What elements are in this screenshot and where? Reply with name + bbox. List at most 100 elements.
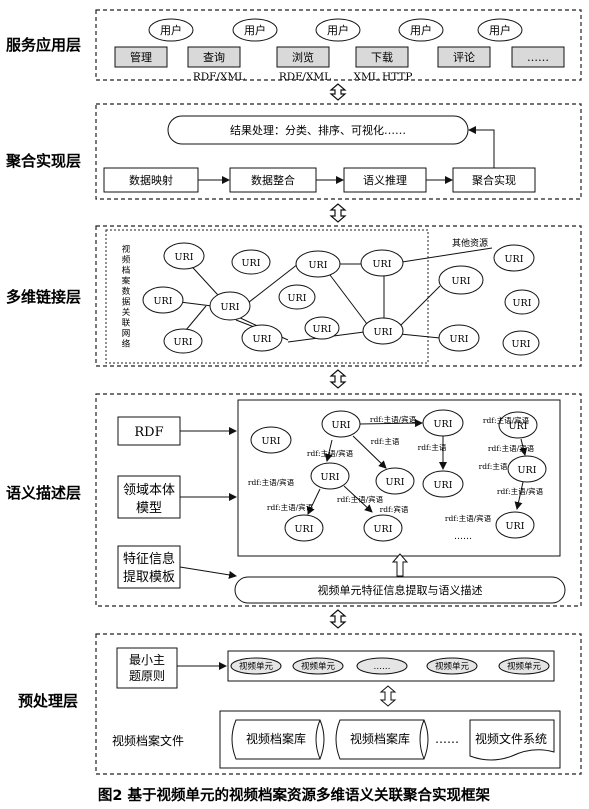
- function-box-more: ……: [511, 46, 565, 68]
- rdf-uri-node: URI: [375, 467, 415, 495]
- aggregation-layer-box: [95, 103, 582, 200]
- layer-double-arrow: [329, 83, 347, 101]
- rdf-uri-node: URI: [507, 455, 547, 483]
- file-system-box: 视频文件系统: [469, 719, 555, 761]
- uri-node: URI: [209, 291, 251, 321]
- up-arrow: [391, 553, 409, 577]
- figure-caption: 图2 基于视频单元的视频档案资源多维语义关联聚合实现框架: [98, 786, 491, 804]
- svg-text:URI: URI: [506, 521, 525, 532]
- svg-text:URI: URI: [513, 298, 532, 309]
- svg-text:……: ……: [527, 51, 549, 64]
- uri-node: URI: [142, 286, 184, 314]
- svg-text:URI: URI: [174, 337, 193, 348]
- svg-text:URI: URI: [505, 254, 524, 265]
- relation-label: rdf:主语/宾语: [307, 448, 354, 458]
- extraction-bar: 视频单元特征信息提取与语义描述: [234, 576, 566, 604]
- svg-text:URI: URI: [253, 334, 272, 345]
- relation-label: rdf:主语/宾语: [488, 443, 535, 453]
- svg-text:视频单元: 视频单元: [239, 661, 274, 672]
- svg-text:URI: URI: [221, 302, 240, 313]
- uri-node: URI: [163, 328, 203, 354]
- layer-label-aggregation: 聚合实现层: [5, 152, 81, 170]
- rdf-uri-node: URI: [422, 470, 464, 498]
- rdf-uri-node: URI: [284, 514, 324, 542]
- svg-text:视频单元: 视频单元: [435, 661, 470, 672]
- relation-label: rdf:主语/宾语: [370, 414, 417, 424]
- svg-text:视频单元: 视频单元: [507, 661, 542, 672]
- video-unit-ellipse: 视频单元: [230, 657, 282, 675]
- protocol-label: RDF/XML: [279, 71, 331, 83]
- feature-template-box: 特征信息 提取模板: [117, 545, 181, 589]
- svg-text:视频文件系统: 视频文件系统: [475, 731, 547, 746]
- svg-text:URI: URI: [452, 276, 471, 287]
- result-processing-box: 结果处理：分类、排序、可视化……: [167, 115, 469, 145]
- svg-text:URI: URI: [321, 472, 340, 483]
- svg-text:用户: 用户: [327, 23, 349, 37]
- linking-layer-box: [95, 225, 582, 367]
- svg-text:视频档案库: 视频档案库: [246, 731, 306, 746]
- min-topic-box: 最小主 题原则: [116, 647, 178, 689]
- network-vertical-label: 视频档案数据关联网络: [122, 244, 131, 350]
- svg-text:URI: URI: [386, 477, 405, 488]
- function-box-browse: 浏览: [276, 46, 330, 68]
- svg-text:用户: 用户: [244, 23, 266, 37]
- service-layer-box: [95, 9, 582, 81]
- relation-label: rdf:主语: [418, 442, 447, 452]
- uri-node: URI: [278, 284, 316, 310]
- svg-text:语义推理: 语义推理: [363, 173, 407, 187]
- svg-text:下载: 下载: [371, 51, 393, 64]
- svg-text:评论: 评论: [453, 50, 475, 64]
- svg-text:URI: URI: [450, 334, 469, 345]
- svg-text:URI: URI: [288, 293, 307, 304]
- relation-label: rdf:主语/宾语: [497, 486, 544, 496]
- relation-label: rdf:主语: [479, 461, 508, 471]
- svg-text:提取模板: 提取模板: [123, 569, 175, 585]
- svg-text:URI: URI: [262, 436, 281, 447]
- svg-text:查询: 查询: [203, 50, 225, 64]
- preprocess-double-arrow: [379, 685, 397, 707]
- svg-text:最小主: 最小主: [129, 653, 165, 667]
- relation-label: rdf:主语/宾语: [267, 502, 314, 512]
- other-resources-label: 其他资源: [452, 237, 488, 249]
- function-box-download: 下载: [355, 46, 409, 68]
- layer-double-arrow: [329, 609, 347, 629]
- archive-db-cylinder: 视频档案库: [335, 719, 429, 760]
- uri-node: URI: [231, 249, 271, 275]
- function-box-query: 查询: [187, 46, 241, 68]
- archive-files-label: 视频档案文件: [112, 733, 184, 748]
- data-network-box: [105, 229, 429, 364]
- svg-text:URI: URI: [509, 421, 528, 432]
- relation-label: rdf:主语/宾语: [337, 494, 384, 504]
- video-unit-ellipse: 视频单元: [292, 657, 344, 675]
- svg-text:URI: URI: [374, 524, 393, 535]
- function-box-manage: 管理: [114, 46, 168, 68]
- protocol-label: XML HTTP: [354, 71, 413, 83]
- process-flow-arrows: [198, 126, 495, 184]
- relation-label: rdf:主语/宾语: [445, 513, 492, 523]
- rdf-box: RDF: [117, 416, 181, 446]
- svg-text:结果处理：分类、排序、可视化……: 结果处理：分类、排序、可视化……: [230, 123, 406, 137]
- user-ellipse: 用户: [477, 18, 523, 42]
- preprocess-layer-box: [95, 633, 582, 775]
- uri-node: URI: [502, 330, 540, 356]
- svg-text:URI: URI: [518, 465, 537, 476]
- function-box-comment: 评论: [437, 46, 491, 68]
- svg-text:用户: 用户: [160, 23, 182, 37]
- rdf-uri-node: URI: [321, 410, 361, 438]
- uri-node: URI: [504, 289, 540, 315]
- relation-label: rdf:宾语: [380, 504, 409, 514]
- svg-text:视频档案库: 视频档案库: [350, 731, 410, 746]
- svg-text:模型: 模型: [136, 501, 162, 516]
- svg-text:特征信息: 特征信息: [123, 551, 175, 567]
- user-ellipse: 用户: [398, 18, 444, 42]
- rdf-uri-node: URI: [422, 409, 464, 437]
- svg-text:URI: URI: [332, 420, 351, 431]
- uri-node: URI: [163, 242, 205, 270]
- video-unit-ellipse: 视频单元: [498, 657, 550, 675]
- domain-ontology-box: 领域本体 模型: [117, 475, 181, 519]
- layer-double-arrow: [329, 369, 347, 389]
- relation-label: rdf:主语/宾语: [248, 477, 295, 487]
- svg-text:题原则: 题原则: [129, 669, 165, 683]
- uri-node: URI: [438, 324, 480, 352]
